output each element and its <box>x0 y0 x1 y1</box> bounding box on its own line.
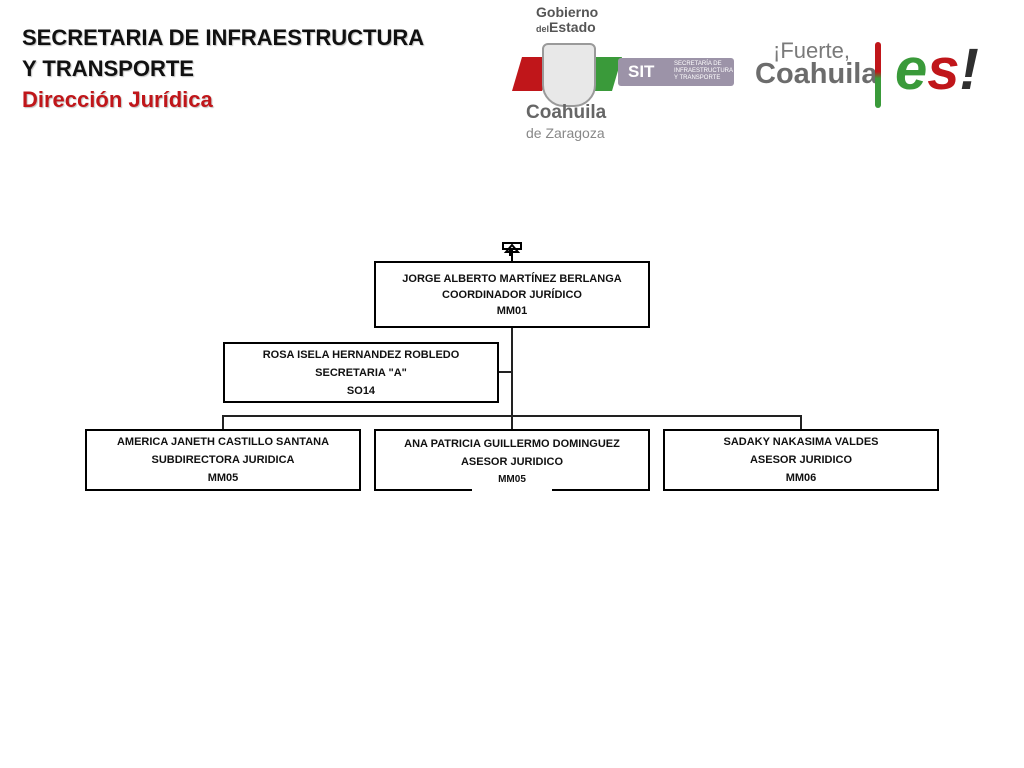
node-name: JORGE ALBERTO MARTÍNEZ BERLANGA <box>402 272 622 285</box>
org-node-subdirectora: AMERICA JANETH CASTILLO SANTANA SUBDIREC… <box>85 429 361 491</box>
sit-description: SECRETARÍA DE INFRAESTRUCTURA Y TRANSPOR… <box>674 61 733 81</box>
coahuila-text: Coahuila <box>526 102 607 123</box>
connector-vertical-main <box>511 327 513 431</box>
connector-left-drop <box>222 415 224 431</box>
estado-text: Estado <box>549 19 596 35</box>
de-zaragoza-text: de Zaragoza <box>526 125 605 141</box>
node-name: ANA PATRICIA GUILLERMO DOMINGUEZ <box>404 438 620 450</box>
title-line-3: Dirección Jurídica <box>22 87 213 112</box>
fuerte-text: ¡Fuerte, <box>773 38 851 63</box>
connector-right-drop <box>800 415 802 431</box>
node-role: COORDINADOR JURÍDICO <box>442 288 582 301</box>
up-arrow-home-icon <box>502 242 522 261</box>
node-name: SADAKY NAKASIMA VALDES <box>723 436 879 448</box>
node-code: MM05 <box>207 472 239 484</box>
del-text: del <box>536 24 550 34</box>
es-exclamation-logo: es! <box>895 36 979 103</box>
title-line-2: Y TRANSPORTE <box>22 56 194 81</box>
gobierno-logo-top-text: Gobierno delEstado <box>536 5 598 37</box>
coat-of-arms-icon <box>542 43 596 107</box>
node-name: ROSA ISELA HERNANDEZ ROBLEDO <box>262 348 460 361</box>
node-role: SUBDIRECTORA JURIDICA <box>151 454 295 466</box>
connector-secretary <box>497 371 512 373</box>
node-code: MM01 <box>496 304 528 317</box>
es-s-letter: s <box>927 37 960 102</box>
org-node-secretary: ROSA ISELA HERNANDEZ ROBLEDO SECRETARIA … <box>223 342 499 403</box>
node-code: SO14 <box>346 384 376 397</box>
node-code: MM05 <box>472 471 552 491</box>
sit-logo: SIT SECRETARÍA DE INFRAESTRUCTURA Y TRAN… <box>618 58 734 86</box>
es-e-letter: e <box>895 37 928 102</box>
node-name: AMERICA JANETH CASTILLO SANTANA <box>116 436 330 448</box>
header-titles: SECRETARIA DE INFRAESTRUCTURA Y TRANSPOR… <box>22 22 424 115</box>
node-code: MM06 <box>785 472 817 484</box>
org-node-asesor-1: ANA PATRICIA GUILLERMO DOMINGUEZ ASESOR … <box>374 429 650 491</box>
node-role: SECRETARIA "A" <box>315 366 407 379</box>
tricolor-bar-icon <box>875 42 881 108</box>
title-line-1: SECRETARIA DE INFRAESTRUCTURA <box>22 25 425 50</box>
gobierno-text: Gobierno <box>536 4 599 20</box>
node-role: ASESOR JURIDICO <box>749 454 853 466</box>
fuerte-coahuila-logo: ¡Fuerte, Coahuila es! <box>755 36 985 112</box>
coahuila-brand-text: Coahuila <box>755 58 878 90</box>
exclamation-mark: ! <box>959 37 979 102</box>
gobierno-coahuila-logo: Gobierno delEstado Coahuila de Zaragoza <box>512 3 622 141</box>
org-node-coordinator: JORGE ALBERTO MARTÍNEZ BERLANGA COORDINA… <box>374 261 650 328</box>
node-role: ASESOR JURIDICO <box>460 456 564 468</box>
sit-text: SIT <box>628 62 655 81</box>
gobierno-logo-bottom-text: Coahuila de Zaragoza <box>526 103 606 143</box>
connector-horizontal <box>222 415 802 417</box>
org-node-asesor-2: SADAKY NAKASIMA VALDES ASESOR JURIDICO M… <box>663 429 939 491</box>
